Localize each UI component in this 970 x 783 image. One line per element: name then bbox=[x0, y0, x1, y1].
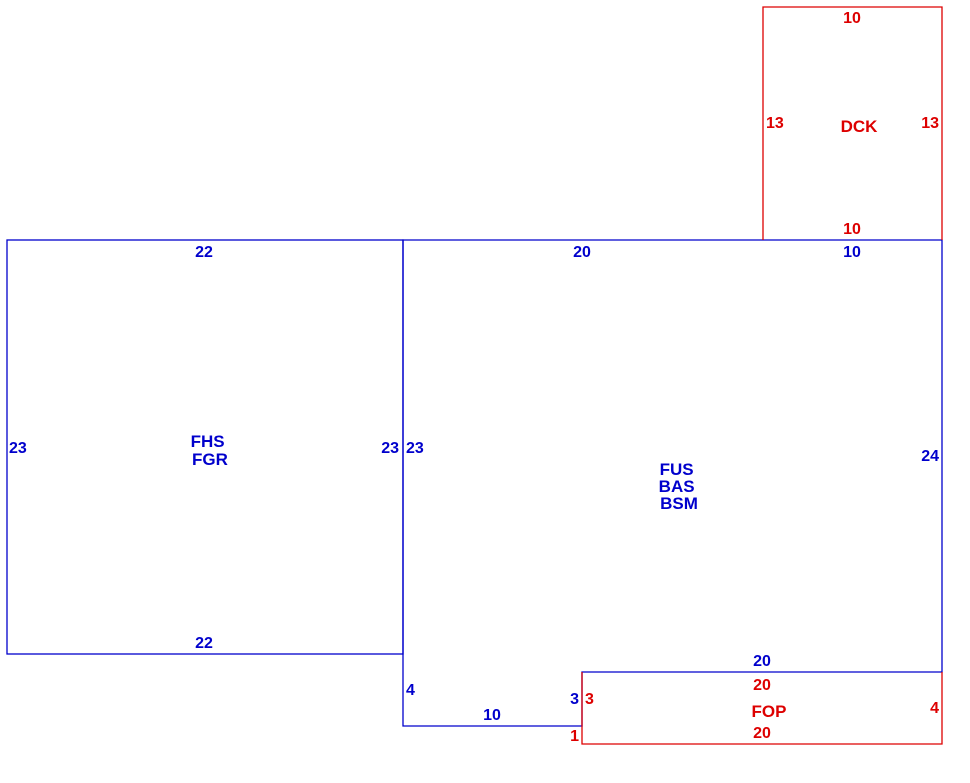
fus-area-label: FUS BAS BSM bbox=[659, 460, 700, 513]
dim-fus-top: 20 bbox=[573, 244, 591, 261]
dim-fus-top-right: 10 bbox=[843, 244, 861, 261]
dim-fus-step-vertical: 4 bbox=[406, 682, 415, 699]
dim-fhs-bottom: 22 bbox=[195, 635, 213, 652]
dck-area-outline bbox=[762, 6, 943, 240]
dim-fus-left: 23 bbox=[406, 440, 424, 457]
dim-fus-bottom: 20 bbox=[753, 653, 771, 670]
porch-structures bbox=[581, 6, 943, 745]
dim-fhs-left: 23 bbox=[9, 440, 27, 457]
dim-fus-right: 24 bbox=[921, 448, 939, 465]
bas-code: BAS bbox=[659, 477, 695, 496]
dck-area-label: DCK bbox=[841, 117, 879, 136]
dim-fop-left: 3 bbox=[585, 691, 594, 708]
dim-fus-step-horizontal: 10 bbox=[483, 707, 501, 724]
dim-fhs-top: 22 bbox=[195, 244, 213, 261]
dim-fop-bottom: 20 bbox=[753, 725, 771, 742]
main-structure bbox=[6, 239, 943, 727]
fhs-area-label: FHS FGR bbox=[191, 432, 230, 469]
dim-fus-step-right: 3 bbox=[570, 691, 579, 708]
dim-dck-bottom: 10 bbox=[843, 221, 861, 238]
fop-area-label: FOP bbox=[752, 702, 787, 721]
dim-fhs-right: 23 bbox=[381, 440, 399, 457]
dim-fop-left-lower: 1 bbox=[570, 728, 579, 745]
dim-dck-top: 10 bbox=[843, 10, 861, 27]
bsm-code: BSM bbox=[660, 494, 698, 513]
fhs-code: FHS bbox=[191, 432, 225, 451]
fus-code: FUS bbox=[660, 460, 694, 479]
dim-fop-right: 4 bbox=[930, 700, 939, 717]
fop-area-outline bbox=[581, 672, 943, 745]
dim-dck-right: 13 bbox=[921, 115, 939, 132]
fgr-code: FGR bbox=[192, 450, 228, 469]
dim-dck-left: 13 bbox=[766, 115, 784, 132]
dim-fop-top: 20 bbox=[753, 677, 771, 694]
